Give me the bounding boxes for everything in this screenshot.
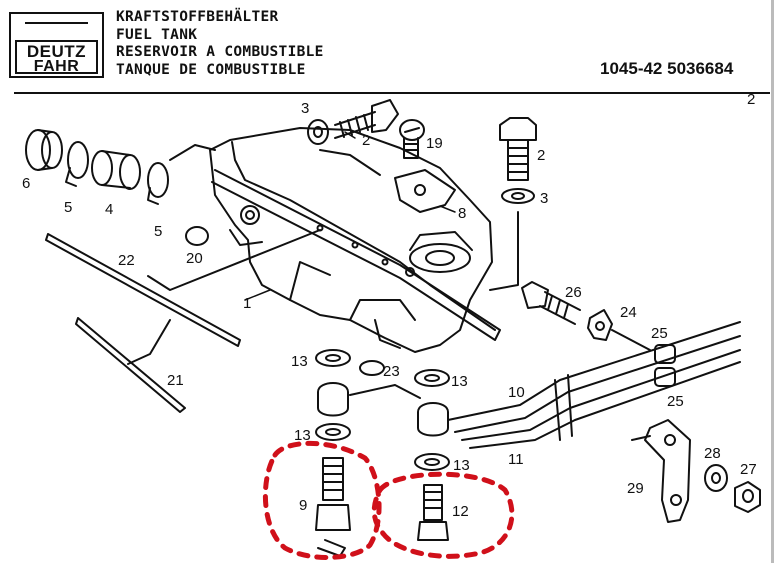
hose-assembly — [25, 129, 216, 205]
callout-20: 20 — [186, 250, 203, 267]
callout-13-d: 13 — [453, 457, 470, 474]
callout-8: 8 — [458, 205, 466, 222]
bracket-29 — [631, 419, 761, 523]
leader-lines — [244, 131, 456, 301]
callout-3-top: 3 — [301, 100, 309, 117]
callout-3-right: 3 — [540, 190, 548, 207]
bolt-26-clip-24 — [521, 281, 651, 351]
title-english: FUEL TANK — [116, 26, 198, 43]
title-block: KRAFTSTOFFBEHÄLTER FUEL TANK RESERVOIR A… — [116, 9, 324, 79]
callout-1: 1 — [243, 295, 251, 312]
logo-brand-line1: DEUTZ — [26, 42, 87, 61]
callout-13-a: 13 — [291, 353, 308, 370]
callout-19: 19 — [426, 135, 443, 152]
callout-27: 27 — [740, 461, 757, 478]
callout-23: 23 — [383, 363, 400, 380]
fuel-tank — [209, 127, 501, 353]
callout-labels: 1 2 2 3 3 4 5 5 6 8 9 10 11 12 13 13 13 … — [22, 100, 757, 520]
callout-11: 11 — [508, 451, 524, 468]
fuel-lines — [349, 321, 741, 449]
logo-brand-line2: FAHR — [33, 58, 80, 75]
callout-6: 6 — [22, 175, 30, 192]
callout-24: 24 — [620, 304, 637, 321]
callout-4: 4 — [105, 201, 113, 218]
bolt-right — [489, 117, 537, 291]
title-german: KRAFTSTOFFBEHÄLTER — [116, 9, 279, 25]
screw-19-bracket-8 — [394, 119, 456, 213]
screw-top — [307, 99, 399, 145]
callout-22: 22 — [118, 252, 135, 269]
plug-20 — [185, 226, 209, 246]
callout-25-lower: 25 — [667, 393, 684, 410]
callout-29: 29 — [627, 480, 644, 497]
callout-21: 21 — [167, 372, 184, 389]
header-divider — [14, 92, 770, 94]
part-number: 1045-42 5036684 — [600, 59, 734, 78]
callout-10: 10 — [508, 384, 525, 401]
logo-badge: DEUTZ FAHR — [15, 40, 98, 75]
callout-2-right: 2 — [537, 147, 545, 164]
page-number: 2 — [747, 91, 756, 108]
callout-13-c: 13 — [294, 427, 311, 444]
fitting-left — [315, 349, 351, 557]
callout-26: 26 — [565, 284, 582, 301]
highlight-circles — [262, 440, 515, 560]
callout-25-upper: 25 — [651, 325, 668, 342]
callout-9: 9 — [299, 497, 307, 514]
fitting-right — [414, 369, 450, 541]
callout-5-right: 5 — [154, 223, 162, 240]
callout-28: 28 — [704, 445, 721, 462]
callout-2-top: 2 — [362, 132, 370, 149]
page-edge — [771, 0, 774, 563]
gaskets — [45, 229, 321, 413]
logo-bar — [25, 22, 88, 24]
title-spanish: TANQUE DE COMBUSTIBLE — [116, 61, 306, 78]
callout-5-left: 5 — [64, 199, 72, 216]
deutz-fahr-logo: DEUTZ FAHR — [9, 12, 104, 78]
callout-13-b: 13 — [451, 373, 468, 390]
title-french: RESERVOIR A COMBUSTIBLE — [116, 44, 324, 60]
strainer-23 — [359, 360, 385, 376]
callout-12: 12 — [452, 503, 469, 520]
